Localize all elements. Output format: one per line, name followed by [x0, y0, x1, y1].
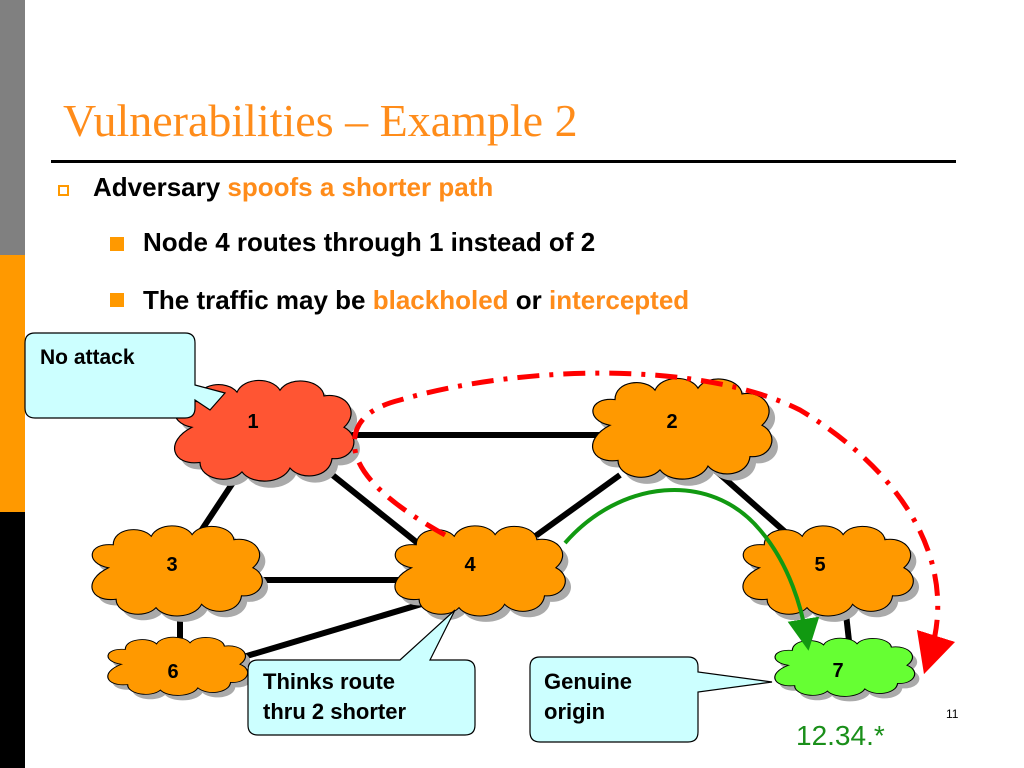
link-4-6: [239, 597, 436, 661]
sidebar-orange-band: [0, 255, 25, 512]
sidebar-black-band: [0, 512, 25, 768]
node-label: 2: [666, 411, 677, 433]
spoofed-path-arrow: [351, 370, 956, 675]
genuine-path-arrow: [563, 488, 820, 651]
sidebar-decoration: [0, 0, 25, 768]
hollow-square-bullet-icon: [58, 185, 69, 196]
node-2: [591, 377, 778, 486]
link-2-4: [528, 472, 622, 543]
filled-square-bullet-icon: [110, 293, 124, 307]
node-label: 3: [166, 554, 177, 576]
page-number: 11: [946, 707, 959, 721]
prefix-label: 12.34.*: [796, 720, 885, 751]
slide-title: Vulnerabilities – Example 2: [63, 95, 578, 146]
bullet-item: Adversary spoofs a shorter path: [93, 172, 493, 203]
bullet-text: Node 4 routes through 1 instead of 2: [143, 227, 596, 257]
callout-line: Thinks route: [263, 669, 396, 694]
callout-no-attack-text: No attack: [40, 343, 135, 373]
node-3: [91, 525, 269, 622]
bullet-text: The traffic may be: [143, 285, 373, 315]
node-label: 5: [814, 554, 825, 576]
node-6: [107, 636, 253, 701]
node-label: 1: [247, 411, 258, 433]
callout-line: thru 2 shorter: [263, 699, 407, 724]
sub-bullet-item: Node 4 routes through 1 instead of 2: [143, 227, 595, 258]
filled-square-bullet-icon: [110, 237, 124, 251]
link-1-4: [318, 462, 422, 548]
bullet-highlight: spoofs a shorter path: [227, 172, 494, 202]
sidebar-grey-band: [0, 0, 25, 255]
node-label: 6: [167, 661, 178, 683]
callout-line: origin: [544, 699, 606, 724]
bullet-highlight: intercepted: [549, 285, 690, 315]
callout-genuine-origin-text: Genuine origin: [544, 667, 632, 727]
node-4: [394, 525, 572, 622]
callout-thinks-route-text: Thinks route thru 2 shorter: [263, 667, 406, 727]
bullet-text: or: [508, 285, 550, 315]
bullet-text: Adversary: [93, 172, 228, 202]
callout-thinks-route-bubble: [247, 609, 476, 736]
sub-bullet-item: The traffic may be blackholed or interce…: [143, 285, 689, 316]
node-7: [774, 637, 920, 702]
callout-genuine-origin-bubble: [529, 656, 773, 743]
bullet-highlight: blackholed: [372, 285, 509, 315]
node-label: 7: [832, 660, 843, 682]
title-divider: [51, 160, 956, 163]
callout-no-attack-bubble: [24, 332, 227, 419]
callout-line: Genuine: [544, 669, 633, 694]
node-label: 4: [464, 554, 476, 576]
callout-line: No attack: [40, 346, 135, 369]
